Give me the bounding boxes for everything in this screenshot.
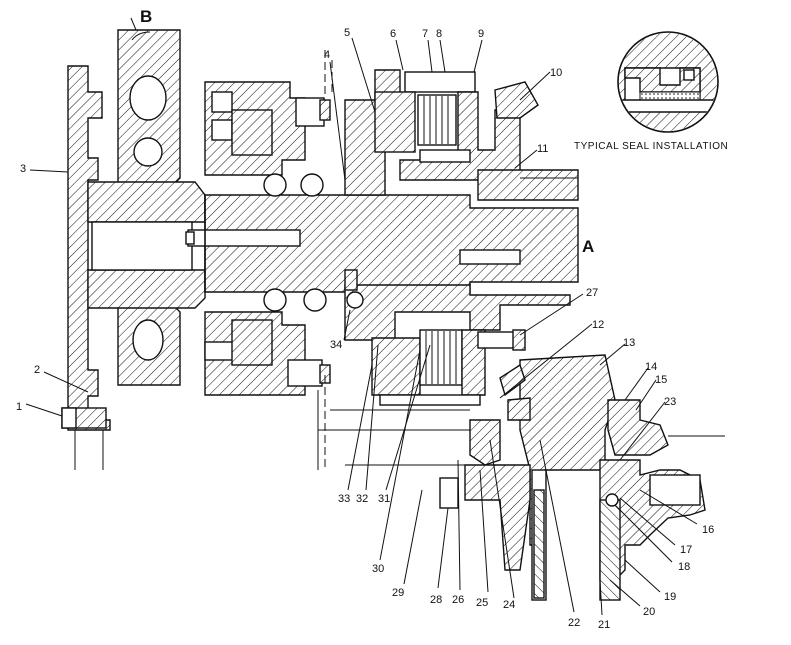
callout-5: 5 (344, 27, 350, 39)
callout-21: 21 (598, 619, 610, 631)
section-label-a: A (582, 237, 594, 256)
callout-4: 4 (324, 49, 330, 61)
seal-inset (617, 31, 719, 133)
lower-plate-pack (344, 269, 571, 406)
callout-18: 18 (678, 561, 690, 573)
labels: B A TYPICAL SEAL INSTALLATION 1 2 3 4 5 … (16, 7, 728, 631)
section-label-b: B (140, 7, 152, 26)
callout-32: 32 (356, 493, 368, 505)
main-shaft (185, 194, 579, 293)
leader-lines (25, 37, 698, 616)
callout-17: 17 (680, 544, 692, 556)
bolt (61, 407, 107, 429)
callout-19: 19 (664, 591, 676, 603)
lower-friction-discs (419, 329, 463, 386)
callout-14: 14 (645, 361, 657, 373)
upper-clutch-assembly (204, 50, 333, 197)
callout-2: 2 (34, 364, 40, 376)
hub-flange (87, 181, 206, 309)
callout-8: 8 (436, 28, 442, 40)
callout-10: 10 (550, 67, 562, 79)
callout-1: 1 (16, 401, 22, 413)
callout-30: 30 (372, 563, 384, 575)
callout-27: 27 (586, 287, 598, 299)
callout-24: 24 (503, 599, 515, 611)
callout-7: 7 (422, 28, 428, 40)
callout-11: 11 (537, 143, 548, 155)
callout-20: 20 (643, 606, 655, 618)
inset-caption: TYPICAL SEAL INSTALLATION (574, 141, 728, 152)
callout-16: 16 (702, 524, 714, 536)
callout-23: 23 (664, 396, 676, 408)
output-assembly (599, 399, 725, 601)
housing-plate (67, 65, 111, 470)
callout-15: 15 (655, 374, 667, 386)
callout-28: 28 (430, 594, 442, 606)
callout-6: 6 (390, 28, 396, 40)
callout-9: 9 (478, 28, 484, 40)
upper-plate-pack (344, 69, 579, 201)
gear-b (117, 17, 181, 386)
lower-clutch-assembly (204, 288, 331, 470)
upper-friction-discs (417, 94, 457, 146)
callout-29: 29 (392, 587, 404, 599)
callout-13: 13 (623, 337, 635, 349)
callout-12: 12 (592, 319, 604, 331)
callout-34: 34 (330, 339, 342, 351)
callout-31: 31 (378, 493, 390, 505)
transfer-gear (499, 354, 616, 601)
callout-33: 33 (338, 493, 350, 505)
callout-3: 3 (20, 163, 26, 175)
callout-26: 26 (452, 594, 464, 606)
callout-25: 25 (476, 597, 488, 609)
callout-22: 22 (568, 617, 580, 629)
